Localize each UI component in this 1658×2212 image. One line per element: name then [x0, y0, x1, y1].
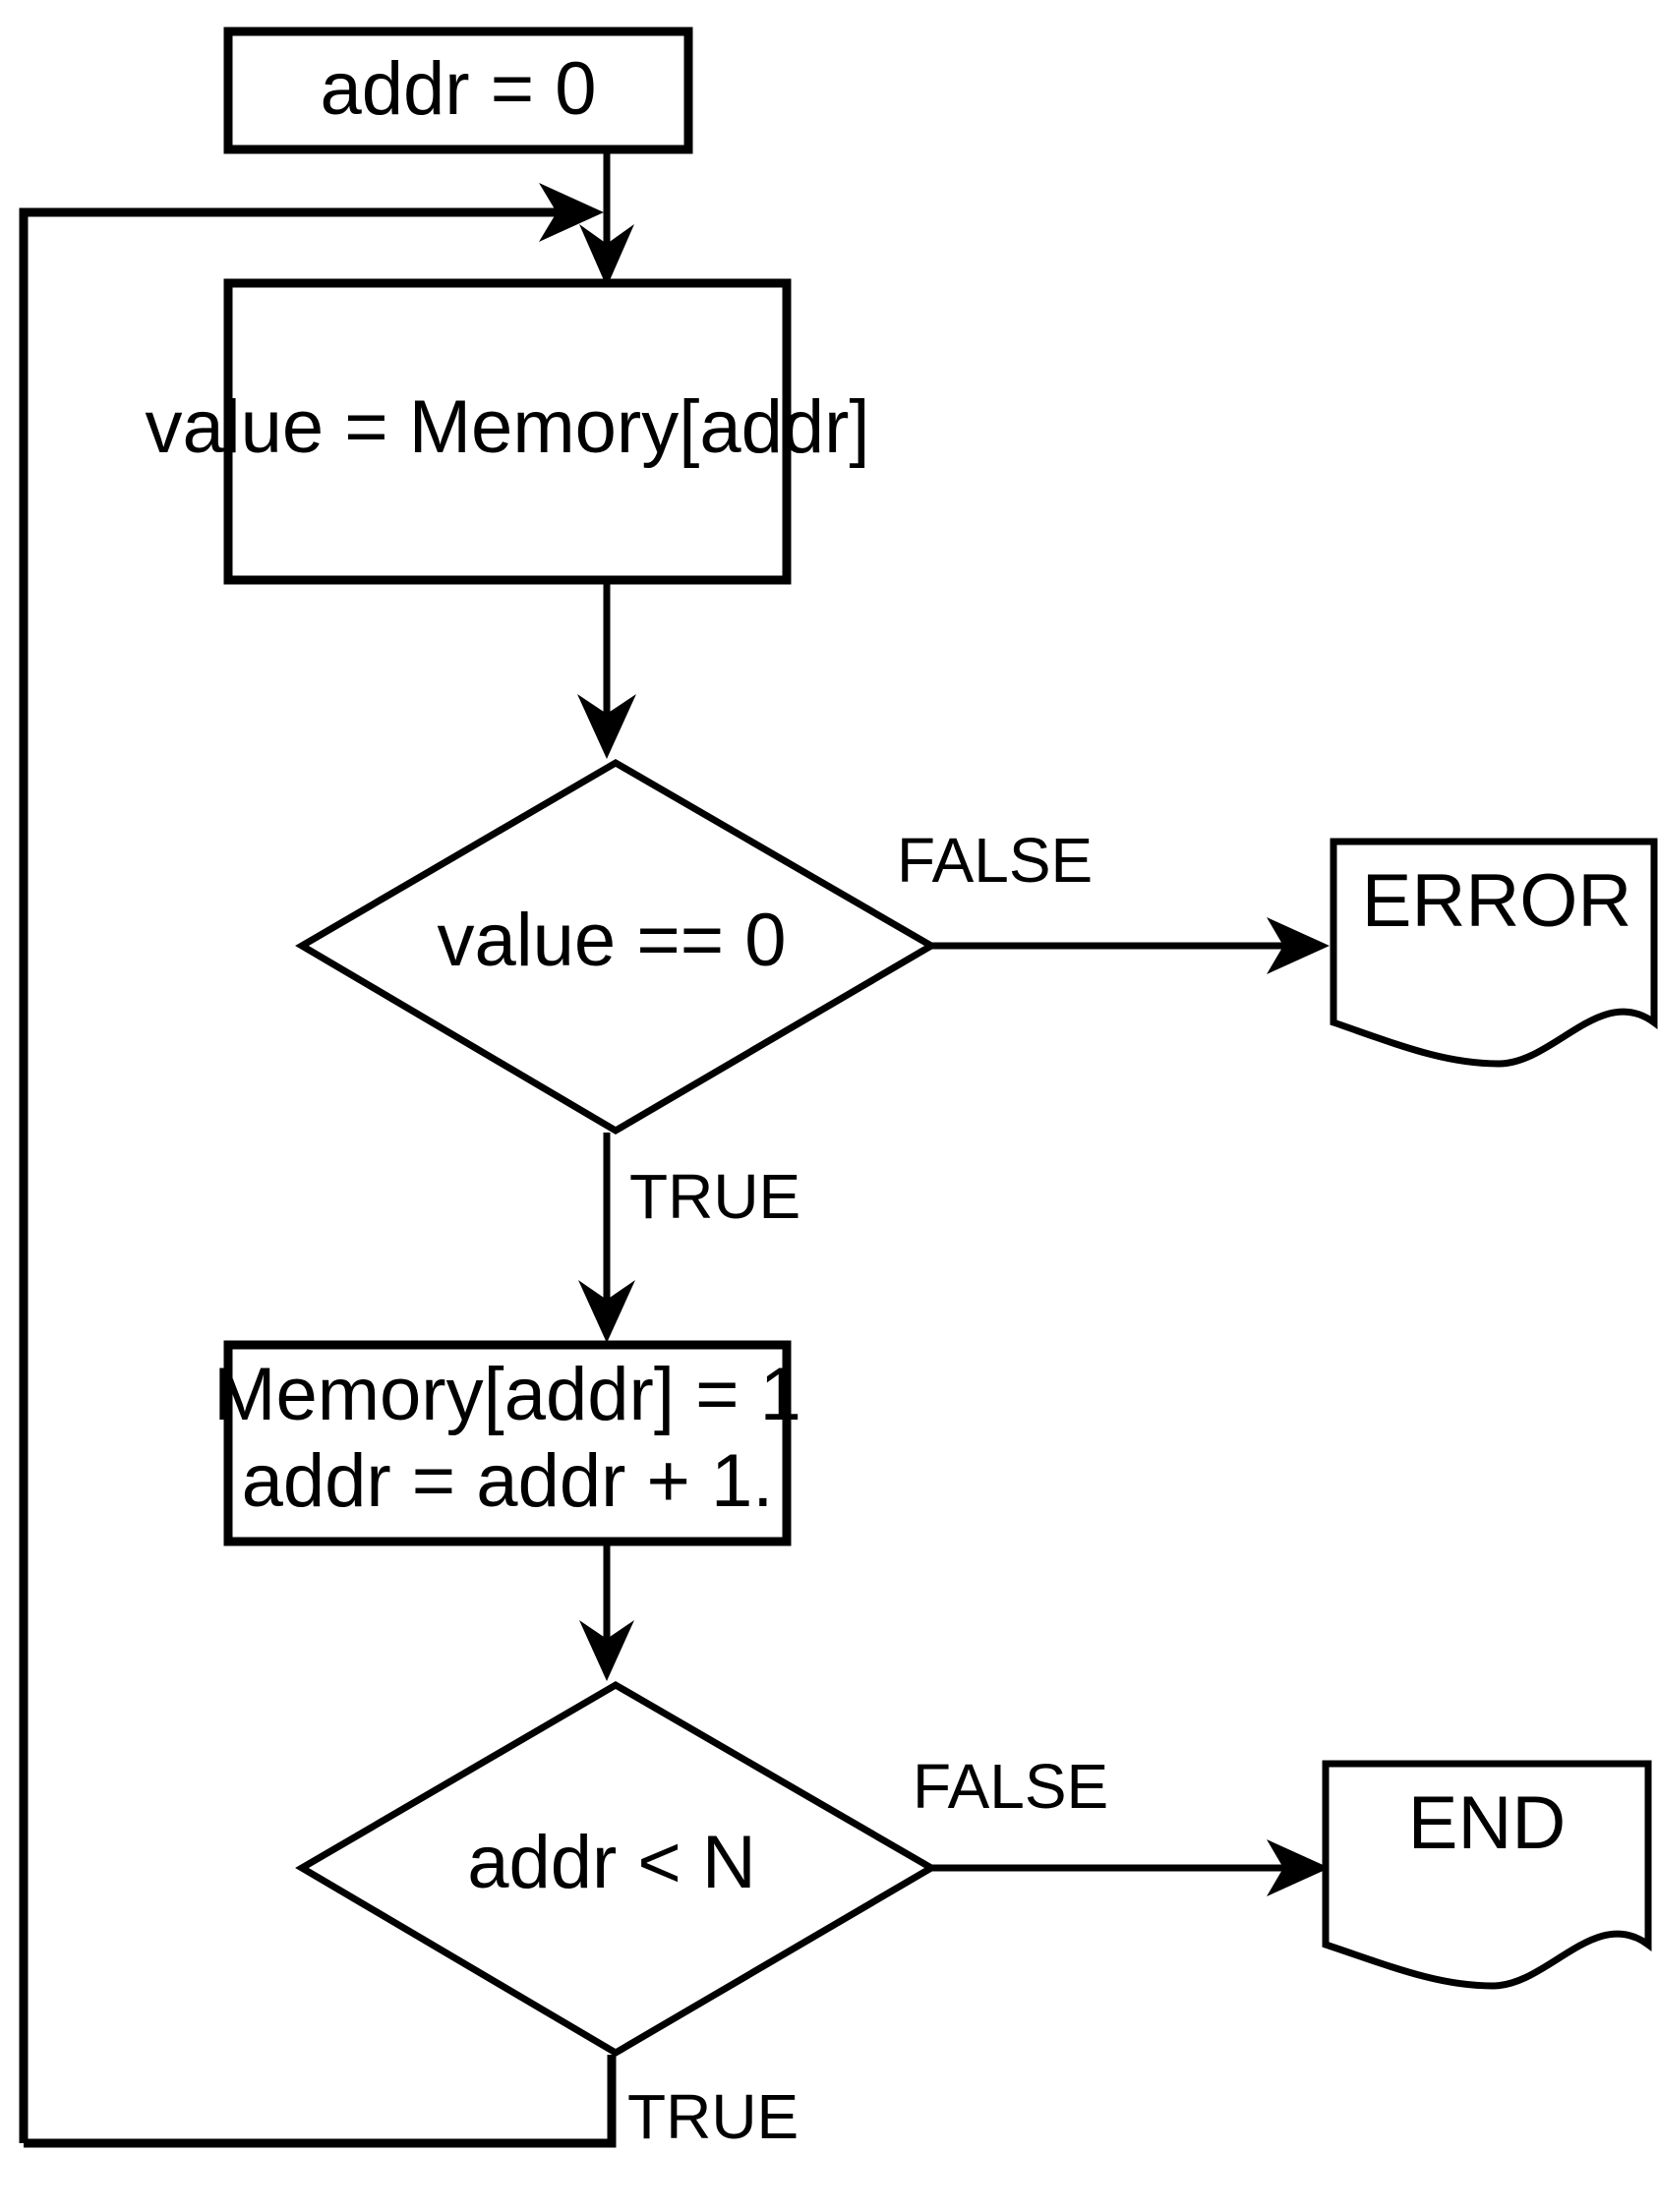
node-end-label: END	[1408, 1781, 1566, 1865]
node-init-shape	[223, 27, 693, 154]
edge-checkzero-true-arrowhead	[578, 1280, 635, 1343]
edge-label-checkbound-false: FALSE	[913, 1751, 1108, 1822]
node-checkzero-shape	[295, 758, 938, 1135]
node-write-label-line1: Memory[addr] = 1	[213, 1353, 801, 1436]
edge-checkbound-true-path	[24, 2055, 617, 2148]
edge-label-checkzero-true: TRUE	[629, 1161, 800, 1232]
node-end-shape	[1322, 1760, 1652, 1990]
node-checkbound-shape	[295, 1680, 938, 2058]
node-checkzero-label: value == 0	[438, 899, 787, 982]
edge-checkbound-false-arrowhead	[1267, 1839, 1330, 1896]
node-write-label-line2: addr = addr + 1.	[242, 1439, 774, 1523]
node-init-label: addr = 0	[321, 47, 597, 131]
edge-checkzero-false-arrowhead	[1267, 917, 1330, 974]
node-error-label: ERROR	[1362, 859, 1631, 943]
node-read-shape	[223, 278, 792, 585]
edge-label-checkzero-false: FALSE	[897, 825, 1093, 896]
edge-read-to-checkzero-arrowhead	[577, 694, 636, 759]
edge-write-to-checkbound-arrowhead	[579, 1620, 634, 1681]
node-write-shape	[223, 1340, 792, 1546]
edge-loopback-path	[19, 207, 561, 2143]
edge-loopback-arrowhead	[539, 183, 604, 242]
edge-init-to-read-arrowhead	[579, 224, 634, 287]
node-read-label: value = Memory[addr]	[145, 385, 869, 469]
node-error-shape	[1330, 838, 1658, 1068]
edge-label-checkbound-true: TRUE	[627, 2081, 799, 2152]
node-checkbound-label: addr < N	[467, 1821, 756, 1904]
